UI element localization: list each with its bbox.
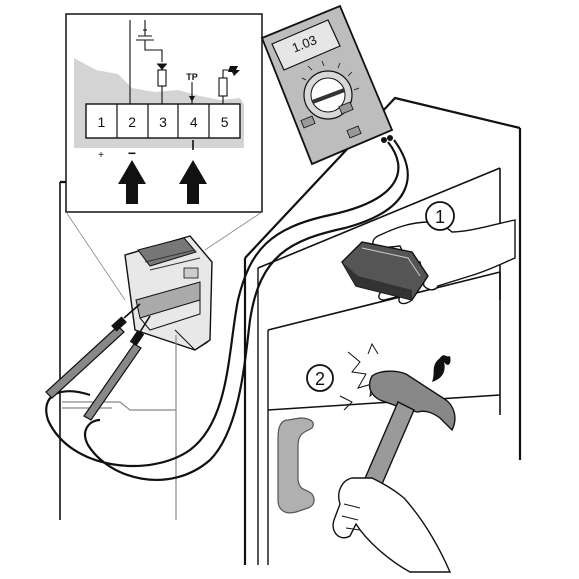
probe-left (45, 303, 141, 399)
callout-1: 1 (425, 201, 455, 231)
impact-burst (339, 342, 381, 411)
flame-symbol-icon (432, 355, 451, 382)
minus-sign: − (128, 145, 136, 161)
terminal-label-2: 2 (128, 114, 136, 130)
test-leads (45, 139, 409, 482)
callout-1-label: 1 (435, 207, 445, 227)
multimeter-icon: 1.03 (260, 4, 394, 166)
terminal-label-5: 5 (221, 114, 229, 130)
probe-right (83, 315, 151, 421)
magnet-tool-icon (341, 241, 429, 301)
door-handle (277, 417, 315, 514)
terminal-label-3: 3 (159, 114, 167, 130)
terminal-label-1: 1 (98, 114, 106, 130)
test-point-label: TP (186, 72, 198, 82)
callout-2: 2 (306, 364, 334, 392)
hand-icon (332, 477, 452, 573)
callout-2-label: 2 (315, 369, 325, 389)
plus-sign: + (98, 150, 104, 161)
terminal-inset: TP 1 2 3 4 5 + − (65, 13, 263, 301)
terminal-label-4: 4 (190, 114, 198, 130)
boiler-cabinet (59, 96, 522, 565)
up-arrow-icon (179, 160, 207, 204)
up-arrow-icon (118, 160, 146, 204)
